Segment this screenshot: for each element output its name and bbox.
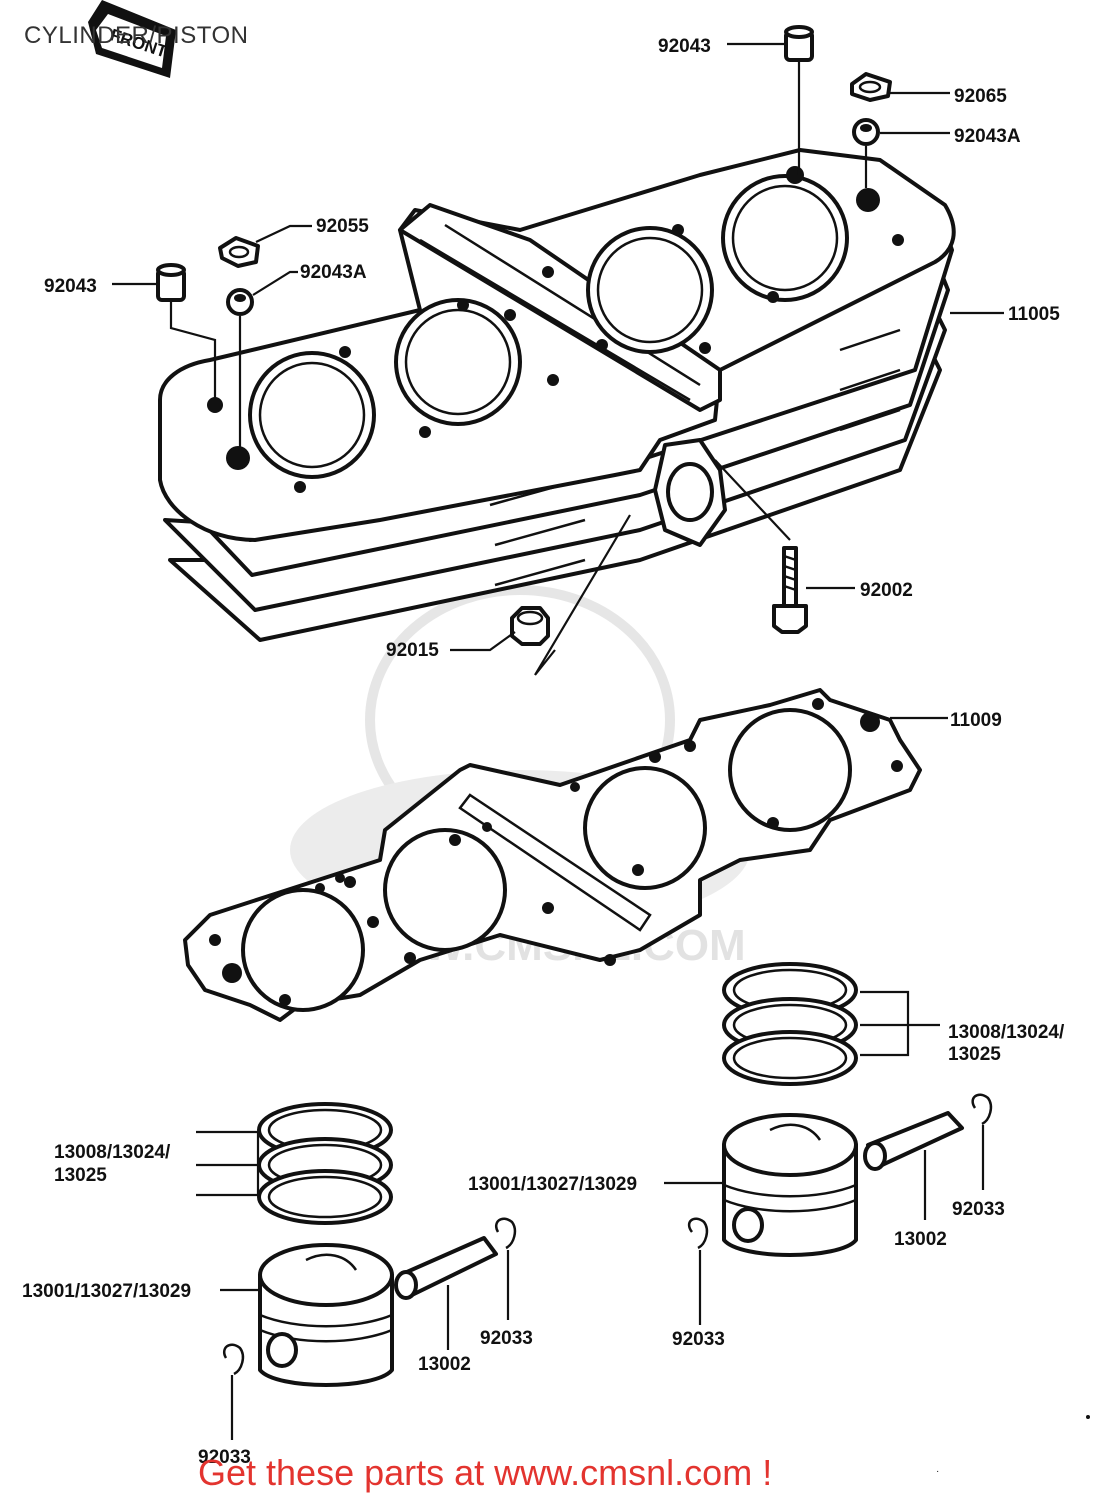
leader-lines — [112, 42, 1004, 1440]
piston-pin-right — [863, 1111, 964, 1171]
label-pin-left: 13002 — [418, 1354, 471, 1375]
piston-right — [722, 1113, 858, 1257]
label-92015: 92015 — [386, 640, 439, 661]
seal-92055 — [218, 236, 260, 268]
label-pin-right: 13002 — [894, 1229, 947, 1250]
nut-92015 — [510, 606, 550, 646]
piston-pin-left — [394, 1236, 498, 1300]
label-92043a-right: 92043A — [954, 126, 1021, 147]
label-piston-right: 13001/13027/13029 — [468, 1174, 637, 1195]
oring-92043a-left — [226, 288, 254, 316]
piston-rings-right — [722, 962, 858, 1086]
label-92043-left: 92043 — [44, 276, 97, 297]
label-11005: 11005 — [1008, 304, 1060, 325]
label-rings-right-line2: 13025 — [948, 1044, 1001, 1065]
label-piston-left: 13001/13027/13029 — [22, 1281, 191, 1302]
piston-left — [258, 1243, 394, 1387]
label-11009: 11009 — [950, 710, 1002, 731]
label-rings-right-line1: 13008/13024/ — [948, 1022, 1065, 1043]
part-labels: 92043 92065 92043A 92055 92043A 92043 11… — [22, 36, 1065, 1468]
seal-92065 — [850, 72, 892, 102]
front-arrow-marker: FRONT — [88, 0, 176, 78]
piston-rings-left — [257, 1102, 393, 1225]
label-92043-top: 92043 — [658, 36, 711, 57]
label-rings-left-line2: 13025 — [54, 1165, 107, 1186]
label-92043a-left: 92043A — [300, 262, 367, 283]
corner-dot-mark — [1086, 1415, 1090, 1419]
base-gasket — [183, 688, 922, 1022]
circlip-left-b — [223, 1343, 245, 1376]
label-92002: 92002 — [860, 580, 913, 601]
dowel-92043-left — [156, 263, 186, 302]
label-clip-left-a: 92033 — [480, 1328, 533, 1349]
oring-92043a-right — [852, 118, 880, 146]
shop-link[interactable]: Get these parts at www.cmsnl.com ! — [198, 1452, 773, 1493]
page-title: CYLINDER/PISTON — [24, 22, 249, 49]
circlip-left-a — [495, 1217, 517, 1250]
label-clip-right-b: 92033 — [672, 1329, 725, 1350]
circlip-right-b — [687, 1217, 709, 1250]
label-clip-right-a: 92033 — [952, 1199, 1005, 1220]
label-clip-left-b: 92033 — [198, 1447, 251, 1468]
label-92065: 92065 — [954, 86, 1007, 107]
circlip-right-a — [971, 1093, 993, 1126]
label-rings-left-line1: 13008/13024/ — [54, 1142, 171, 1163]
dowel-92043-top — [784, 25, 814, 62]
corner-dot-mark-2: · — [936, 1466, 939, 1477]
cylinder-block — [158, 148, 956, 642]
bolt-92002 — [772, 546, 808, 634]
label-92055: 92055 — [316, 216, 369, 237]
